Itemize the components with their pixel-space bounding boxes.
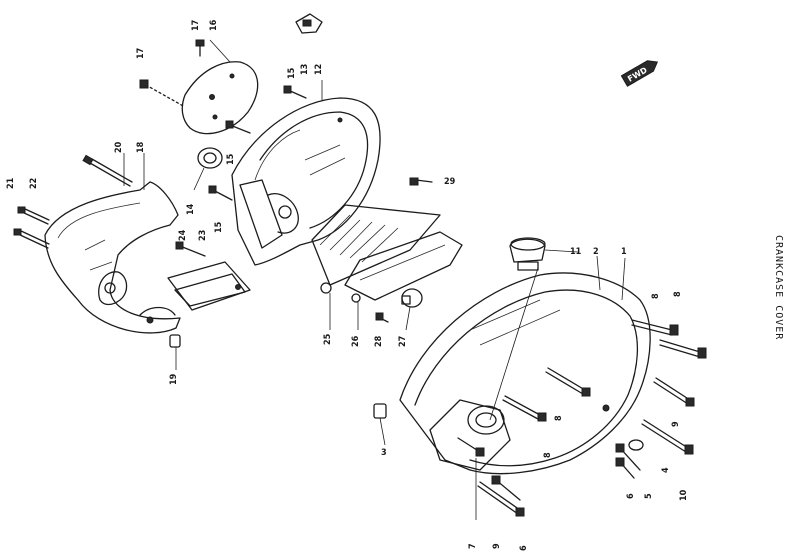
callout-7: 7 [468,543,478,549]
bolt-8b [659,339,707,359]
callout-17a: 17 [191,20,201,31]
callout-15b: 15 [226,153,236,165]
screw-17a [195,39,205,57]
grommet-13 [295,13,323,34]
filter-element-25 [311,204,441,294]
bolt-10 [641,419,694,455]
callout-17b: 17 [136,48,146,59]
bolt-5 [615,443,641,471]
dowel-3 [373,403,387,419]
callout-6a: 6 [626,493,636,499]
callout-25: 25 [323,333,333,345]
callout-labels: 1 2 3 4 5 6 6 7 8 8 8 8 9 9 10 11 12 13 … [6,19,689,551]
callout-15c: 15 [214,221,224,233]
washer-4 [628,439,644,451]
callout-8c: 8 [554,415,564,421]
screw-17b [139,79,186,108]
bolt-15a [283,85,307,99]
callout-5: 5 [644,493,654,499]
callout-18: 18 [136,141,146,153]
rotor-plate-16 [181,61,259,135]
bolt-8a [631,319,679,336]
seal-14 [197,147,223,169]
callout-2: 2 [593,247,599,257]
bolt-8d [502,395,547,422]
callout-4: 4 [661,467,671,473]
callout-8d: 8 [543,452,553,458]
callout-12: 12 [314,64,324,75]
callout-23: 23 [198,230,208,241]
callout-3: 3 [381,448,387,458]
bolt-9b [477,481,525,517]
inner-cover-12 [231,97,381,266]
bolt-6b [491,475,521,501]
callout-16: 16 [209,19,219,31]
bolt-15c [208,185,233,201]
callout-20: 20 [114,141,124,153]
crankcase-cover-1 [399,272,651,475]
bolt-7 [457,437,485,457]
callout-29: 29 [444,177,456,187]
fwd-arrow-icon: FWD [620,60,659,87]
callout-27: 27 [398,336,408,347]
plug-27 [401,288,423,308]
spacer-19 [169,334,181,348]
callout-22: 22 [29,178,39,189]
callout-19: 19 [169,373,179,385]
bolt-20 [82,154,133,187]
sprocket-cover-part [44,181,181,334]
callout-10: 10 [679,489,689,501]
screw-28 [375,312,389,323]
bolt-22 [17,206,50,225]
callout-28: 28 [374,335,384,347]
cover-plate-23 [167,261,251,311]
callout-8b: 8 [673,291,683,297]
oil-filler-cap-11 [509,237,546,271]
callout-24: 24 [178,229,188,241]
leader-lines [123,39,626,520]
callout-15a: 15 [287,67,297,79]
bolt-15b [225,120,251,134]
callout-6b: 6 [519,545,529,551]
screw-24 [175,241,206,257]
callout-21: 21 [6,177,16,189]
bolt-9a [653,377,695,407]
filter-cover-26 [344,231,463,303]
callout-11: 11 [570,247,582,257]
diagram-title: CRANKCASE COVER [773,235,784,340]
callout-9b: 9 [492,543,502,549]
callout-14: 14 [186,203,196,215]
screw-29 [409,177,433,186]
bolt-8c [545,367,591,397]
bolt-21 [13,228,50,249]
callout-8a: 8 [651,293,661,299]
callout-1: 1 [621,247,627,257]
bolt-6a [615,457,635,479]
callout-9a: 9 [671,421,681,427]
callout-13: 13 [300,64,310,75]
callout-26: 26 [351,335,361,347]
